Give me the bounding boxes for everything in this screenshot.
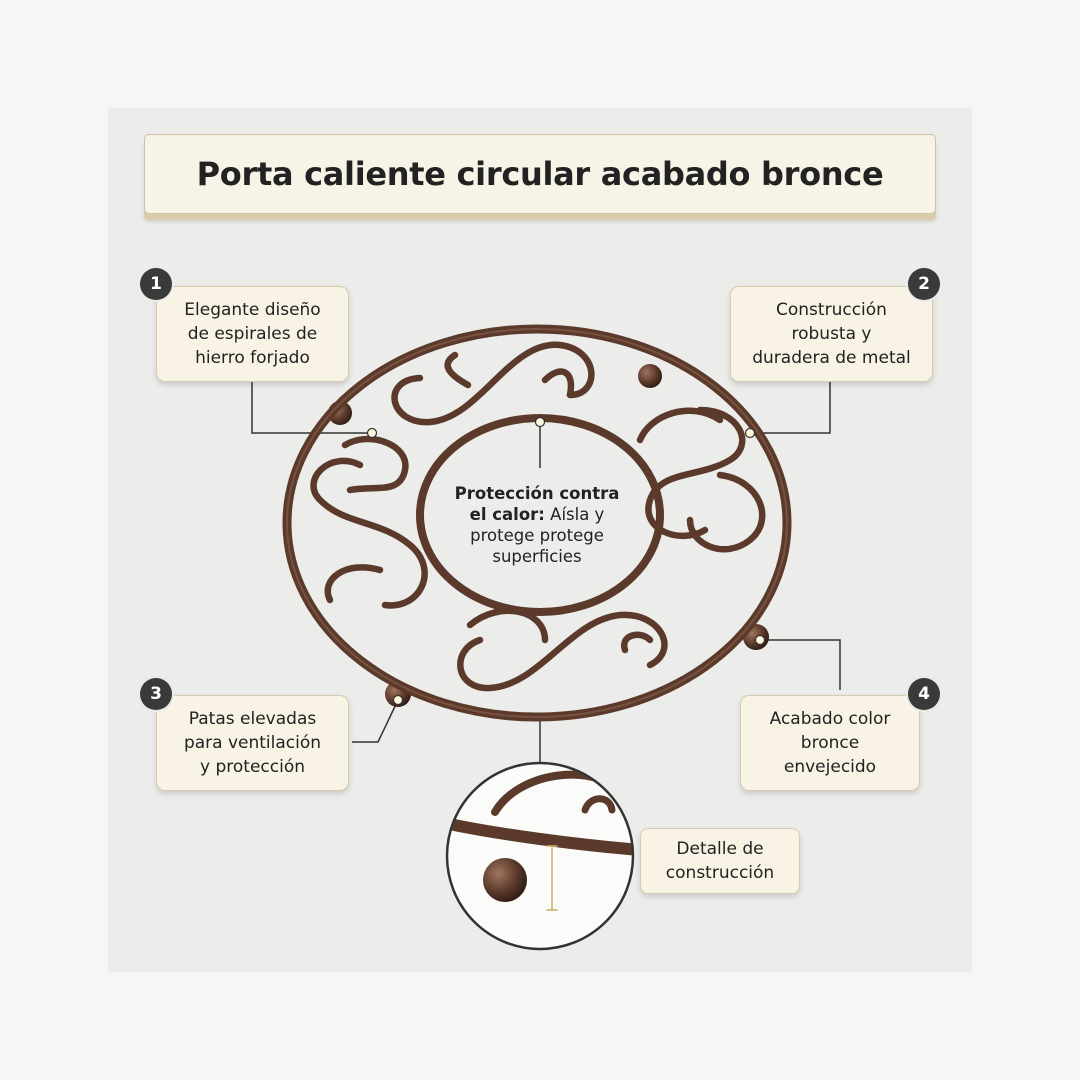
center-line-3: protege protege: [470, 526, 604, 545]
badge-4: 4: [908, 678, 940, 710]
callout-4: Acabado color bronce envejecido: [740, 695, 920, 791]
callout-3-text: Patas elevadas para ventilación y protec…: [183, 709, 322, 777]
callout-4-text: Acabado color bronce envejecido: [769, 709, 891, 777]
callout-1-text: Elegante diseño de espirales de hierro f…: [184, 300, 321, 368]
center-line-4: superficies: [492, 547, 582, 566]
center-line-2-rest: Aísla y: [544, 505, 605, 524]
badge-1: 1: [140, 268, 172, 300]
detail-magnifier: [445, 761, 635, 951]
center-line-2-bold: el calor:: [469, 505, 545, 524]
badge-3: 3: [140, 678, 172, 710]
callout-2-text: Construcción robusta y duradera de metal: [752, 300, 911, 368]
pointer-dots: [366, 416, 766, 706]
heat-protection-label: Protección contra el calor: Aísla y prot…: [432, 470, 642, 580]
callout-2: Construcción robusta y duradera de metal: [730, 286, 933, 382]
trivet-frame: [282, 324, 792, 722]
callout-3: Patas elevadas para ventilación y protec…: [156, 695, 349, 791]
detail-callout-text: Detalle de construcción: [665, 839, 775, 883]
leader-lines: [251, 382, 841, 762]
detail-callout: Detalle de construcción: [640, 828, 800, 894]
badge-2: 2: [908, 268, 940, 300]
scroll-ornaments: [310, 341, 766, 692]
title-banner: Porta caliente circular acabado bronce: [144, 134, 936, 214]
page-title: Porta caliente circular acabado bronce: [196, 155, 884, 193]
center-line-1: Protección contra: [454, 484, 620, 503]
callout-1: Elegante diseño de espirales de hierro f…: [156, 286, 349, 382]
